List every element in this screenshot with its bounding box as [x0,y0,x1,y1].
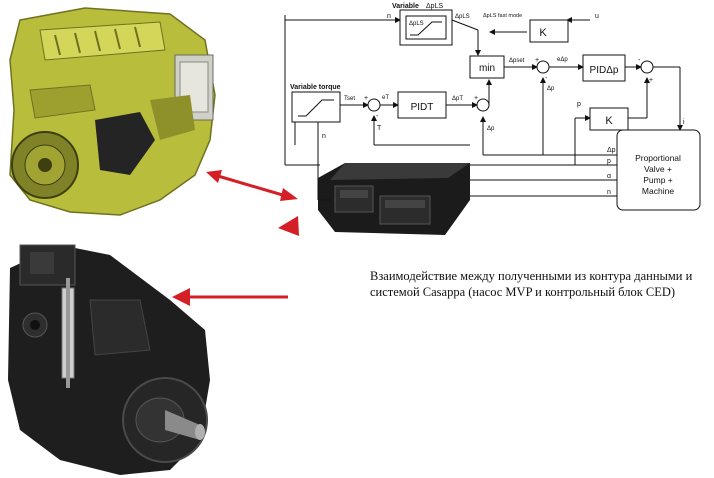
label-k-top: K [539,27,547,39]
summing-junctions [367,60,654,112]
diesel-engine-image [9,7,216,216]
label-k-mid: K [605,115,613,127]
sign-minus-1: - [545,75,548,82]
signal-n-left: n [322,133,326,140]
block-variable-torque [291,91,341,123]
block-machine [616,129,701,211]
label-variable-dp-symbol: ΔpLS [426,3,443,10]
signal-dp-fb: Δp [547,86,555,92]
signal-t-fb: T [377,125,382,132]
block-variable-dp [399,9,453,46]
block-k-mid [589,107,629,131]
signal-e-dp: eΔp [557,57,568,63]
diagram-labels: Variable ΔpLS ΔpLS K min PIDΔp Variable … [290,3,685,196]
label-min: min [479,63,495,74]
label-machine-2: Valve + [644,164,672,174]
signal-u: u [595,13,599,20]
diagram-wires [284,15,683,201]
block-min [469,55,505,79]
signal-out-n: n [607,189,611,196]
sign-plus-4: + [649,77,653,84]
label-machine-1: Proportional [635,153,681,163]
signal-out-alpha: α [607,173,611,180]
label-machine-3: Pump + [643,175,673,185]
hydraulic-pump-image [8,244,210,475]
signal-i: i [683,119,685,126]
signal-dp-sum: Δp [487,126,495,132]
signal-p: p [577,101,581,108]
signal-out-p: p [607,158,611,165]
block-k-top [529,19,569,43]
sign-minus-2: - [376,113,379,120]
signal-dp-set: Δpset [509,58,525,64]
signal-dp-t: ΔpT [452,96,463,102]
figure-caption: Взаимодействие между полученными из конт… [370,269,693,299]
signal-t-set: Tset [344,96,355,102]
red-arrows [172,170,299,306]
signal-out-dp: Δp [607,147,616,154]
sign-plus-3: + [474,95,478,102]
signal-e-t: eT [382,95,389,101]
sign-plus-1: + [535,57,539,64]
block-pid-t [397,91,447,119]
label-variable-dp-inner: ΔpLS [409,21,424,27]
sign-minus-3: - [638,57,641,64]
sign-plus-2: + [364,95,368,102]
block-pid-dp [582,54,626,82]
label-pid-t: PIDT [411,102,434,113]
signal-dpls-fast: ΔpLS fast mode [483,13,522,19]
label-machine-4: Machine [642,186,674,196]
label-variable-dp-title: Variable [392,3,419,10]
control-unit-image [318,163,470,235]
label-variable-torque: Variable torque [290,84,341,91]
label-pid-dp: PIDΔp [590,65,619,76]
signal-n-top: n [387,13,391,20]
signal-dpls-out: ΔpLS [455,14,470,20]
